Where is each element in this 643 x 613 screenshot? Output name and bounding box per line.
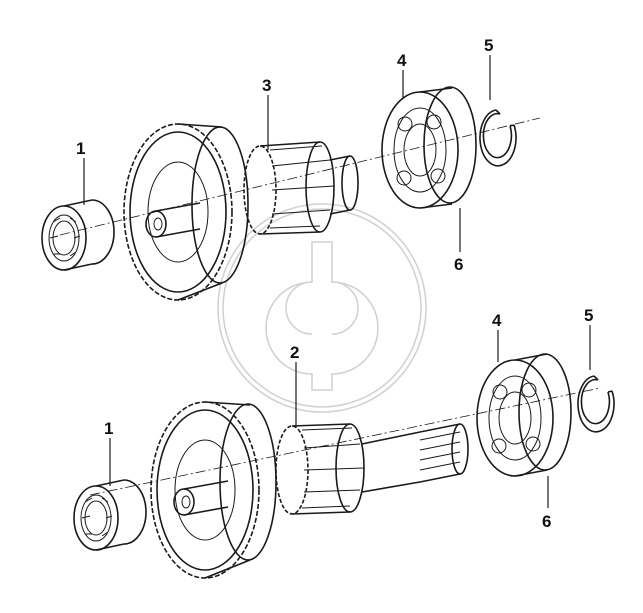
leader-lines bbox=[83, 55, 591, 508]
callout-upper-3: 3 bbox=[262, 76, 271, 95]
callout-upper-1: 1 bbox=[76, 139, 85, 158]
callout-lower-1: 1 bbox=[104, 419, 113, 438]
lower-roller-bearing bbox=[73, 479, 147, 551]
callout-lower-5: 5 bbox=[584, 306, 593, 325]
lower-snap-ring bbox=[577, 375, 615, 433]
callout-upper-6: 6 bbox=[454, 255, 463, 274]
logo-watermark-icon bbox=[217, 203, 427, 413]
upper-large-gear bbox=[123, 123, 249, 301]
lower-large-gear bbox=[150, 401, 277, 579]
upper-snap-ring bbox=[479, 109, 517, 167]
callout-lower-6: 6 bbox=[542, 512, 551, 531]
callout-upper-4: 4 bbox=[397, 51, 407, 70]
upper-pinion-shaft bbox=[243, 141, 359, 235]
upper-ball-bearing bbox=[381, 86, 477, 209]
lower-axis-line bbox=[89, 387, 601, 496]
upper-roller-bearing bbox=[41, 199, 115, 271]
callout-lower-2: 2 bbox=[290, 343, 299, 362]
callout-upper-5: 5 bbox=[484, 36, 493, 55]
lower-pinion-shaft bbox=[275, 423, 469, 515]
lower-ball-bearing bbox=[476, 353, 572, 477]
upper-axis-line bbox=[59, 117, 541, 236]
callout-lower-4: 4 bbox=[492, 311, 502, 330]
